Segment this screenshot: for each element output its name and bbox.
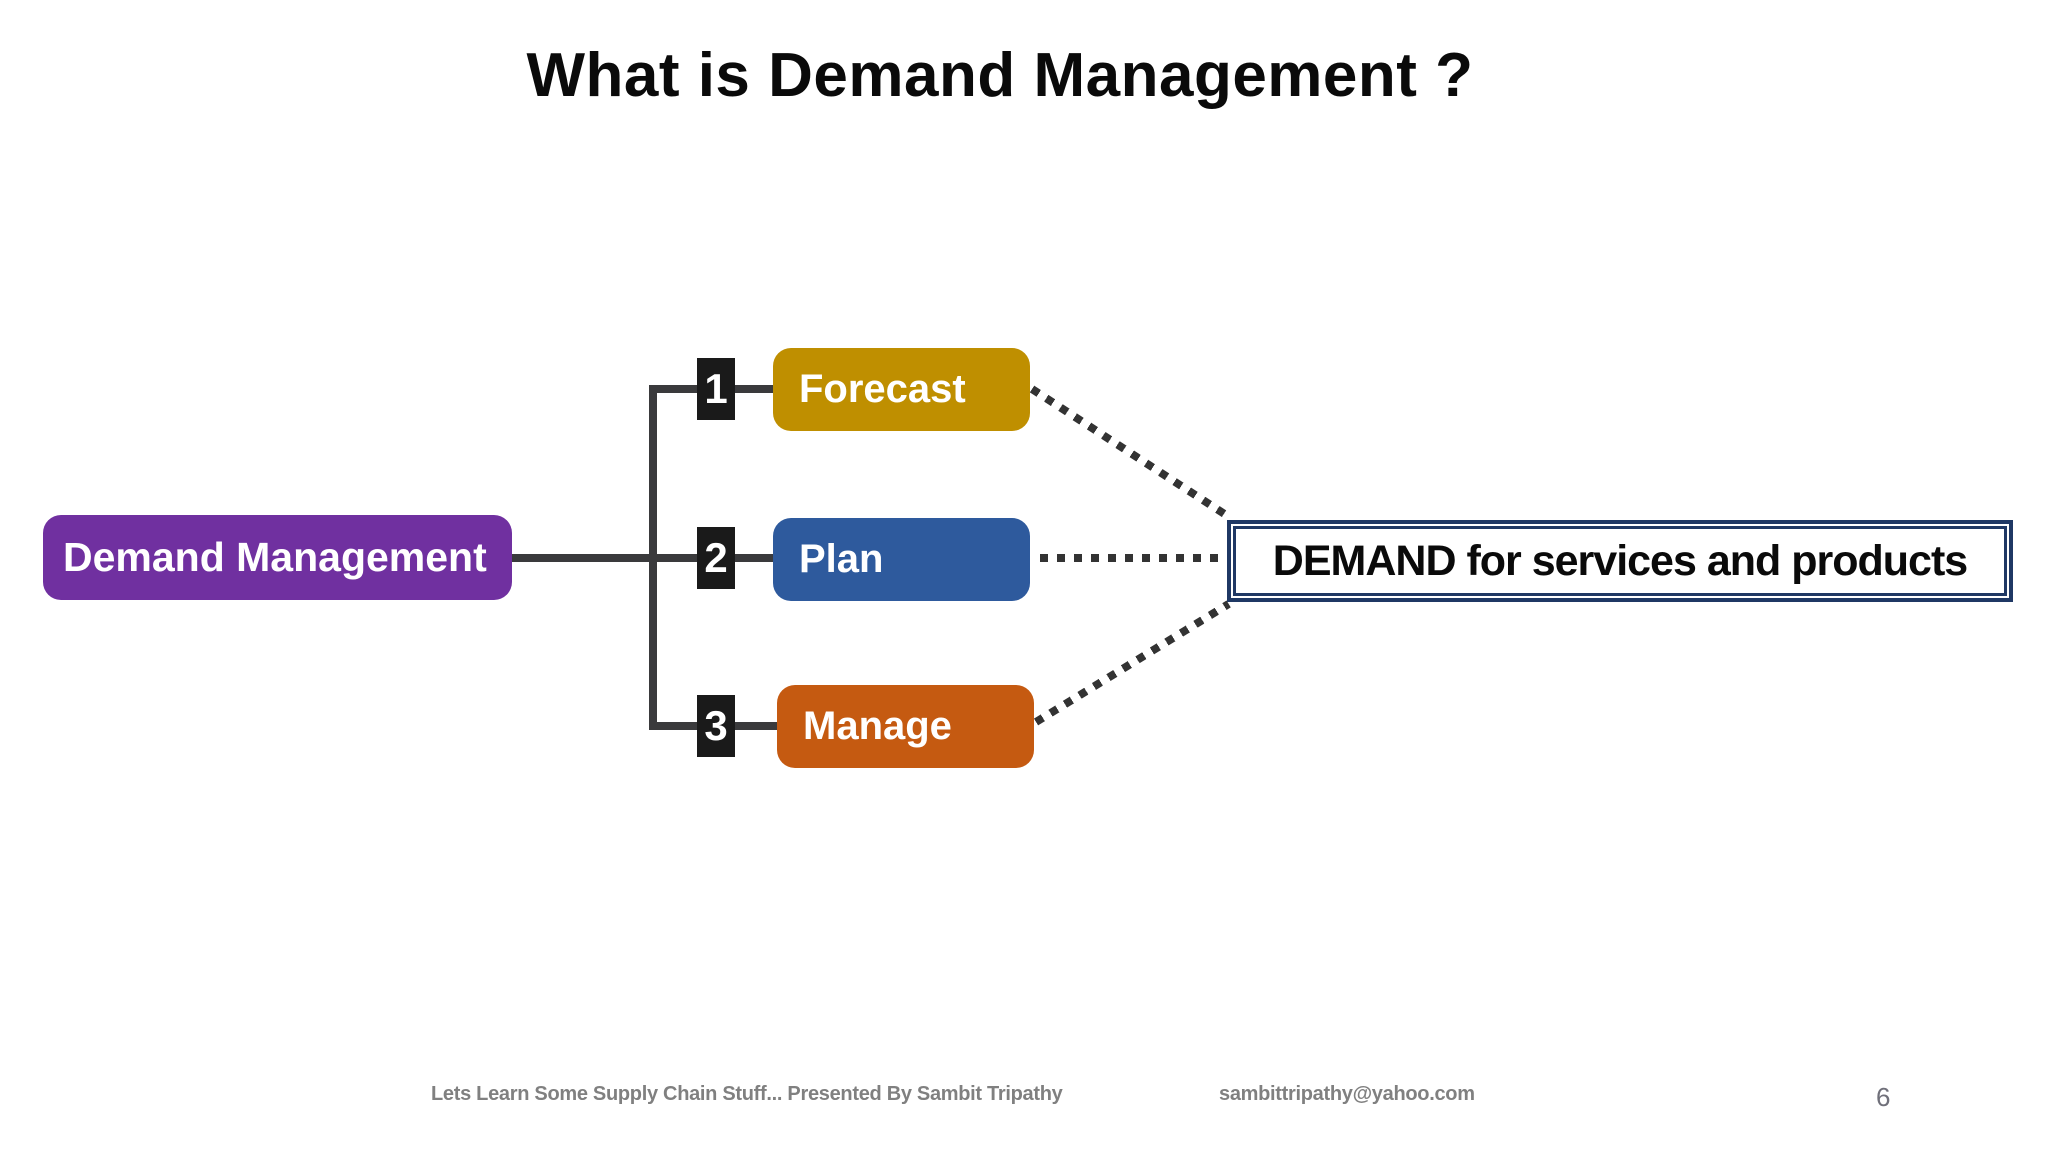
step-badge-1: 1	[697, 358, 735, 420]
dotted-connector-plan	[1040, 554, 1228, 562]
connector-trunk	[649, 385, 657, 730]
step-box-manage: Manage	[777, 685, 1034, 768]
slide-title: What is Demand Management ?	[526, 41, 1474, 110]
footer-credit: Lets Learn Some Supply Chain Stuff... Pr…	[431, 1083, 1063, 1105]
result-box: DEMAND for services and products	[1227, 520, 2013, 602]
dotted-connector-manage	[1033, 600, 1231, 726]
connector-root-to-trunk	[510, 554, 773, 562]
step-box-plan: Plan	[773, 518, 1030, 601]
demand-management-box: Demand Management	[43, 515, 512, 600]
page-number: 6	[1876, 1082, 1891, 1112]
step-badge-3: 3	[697, 695, 735, 757]
footer-email: sambittripathy@yahoo.com	[1219, 1083, 1475, 1105]
step-badge-2: 2	[697, 527, 735, 589]
result-box-label: DEMAND for services and products	[1272, 537, 1968, 585]
step-box-forecast: Forecast	[773, 348, 1030, 431]
dotted-connector-forecast	[1029, 385, 1228, 519]
